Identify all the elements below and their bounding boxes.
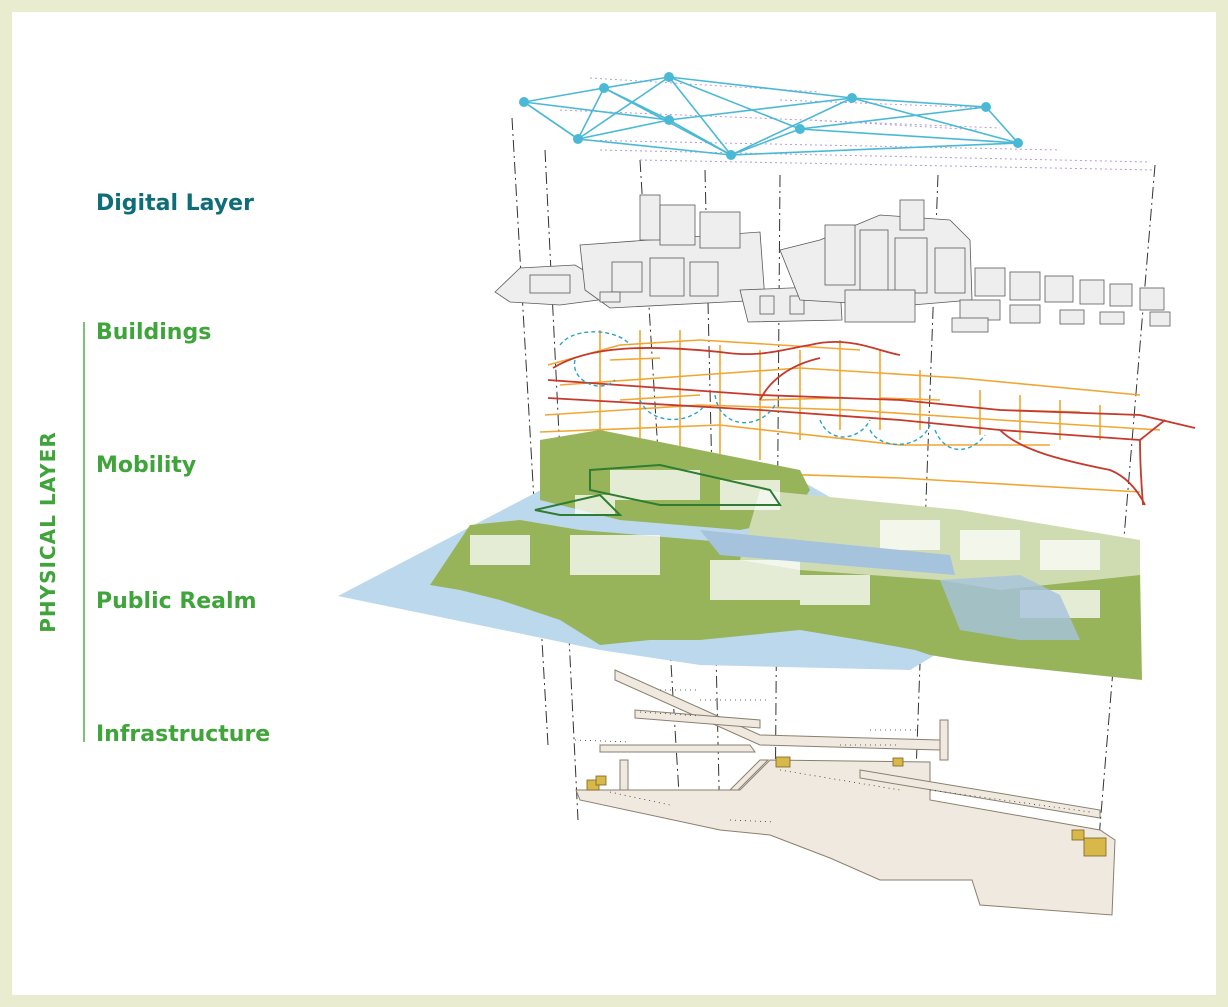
mobility-layer: [539, 330, 1196, 506]
infrastructure-label: Infrastructure: [96, 722, 271, 747]
public-realm-layer: [338, 430, 1142, 680]
public-realm-label: Public Realm: [96, 589, 257, 614]
digital-grid: [559, 77, 1156, 171]
physical-layer-bracket: [83, 322, 85, 742]
network-nodes: [519, 72, 1023, 160]
utility-nodes: [586, 756, 1107, 857]
buildings-label: Buildings: [96, 320, 212, 345]
mobility-label: Mobility: [96, 453, 197, 478]
infrastructure-layer: [574, 669, 1116, 916]
buildings-layer: [494, 194, 1171, 333]
digital-layer-label: Digital Layer: [96, 191, 254, 216]
digital-network: [523, 76, 1020, 156]
